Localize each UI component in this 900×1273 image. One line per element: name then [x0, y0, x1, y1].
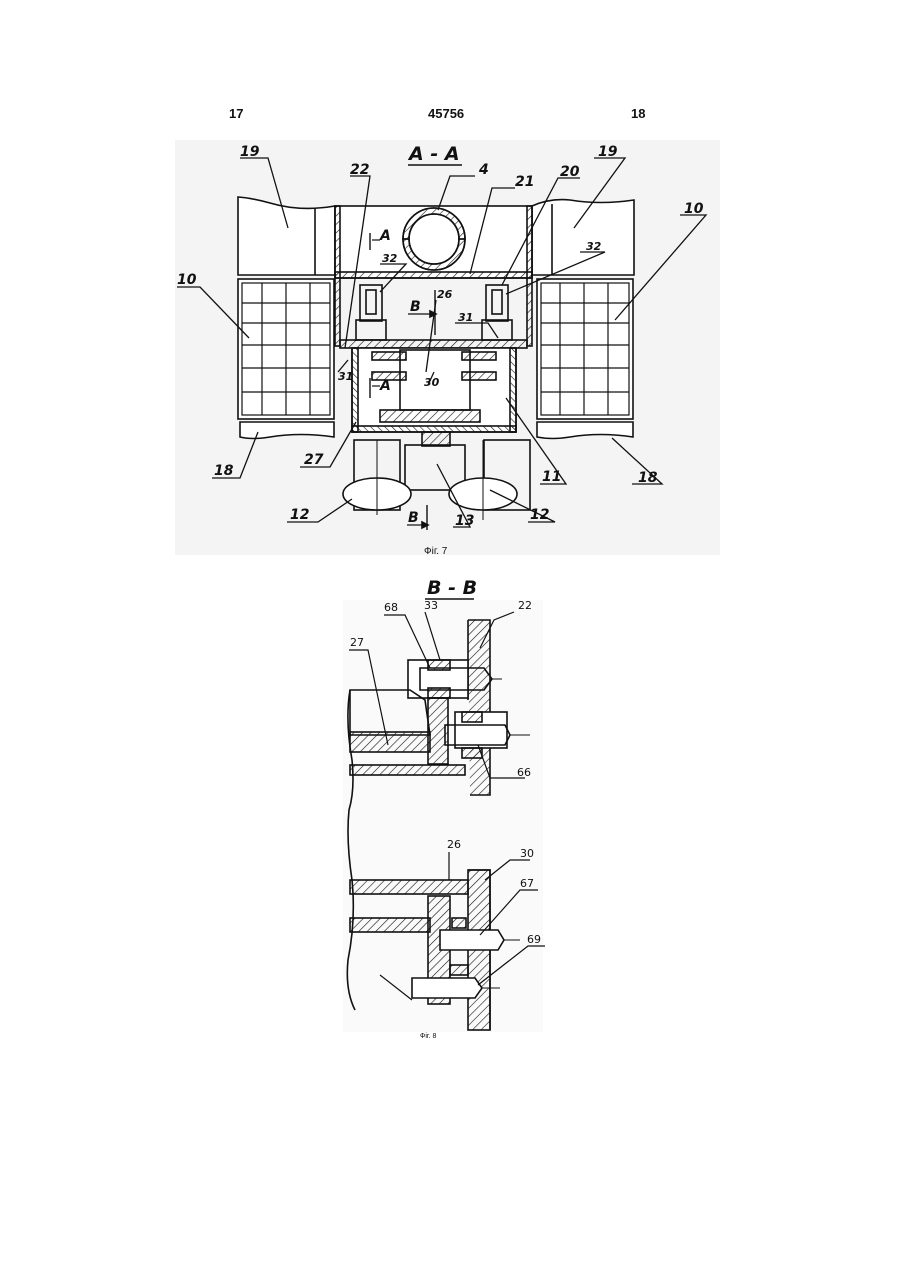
label-21: 21	[515, 174, 534, 190]
label-26-fig8: 26	[447, 838, 461, 851]
label-31-left: 31	[338, 370, 353, 383]
label-67: 67	[520, 877, 534, 890]
label-69: 69	[527, 933, 541, 946]
label-66: 66	[517, 766, 531, 779]
fig7-caption: Фіг. 7	[424, 546, 447, 557]
label-22: 22	[350, 162, 369, 178]
label-27: 27	[304, 452, 324, 468]
label-33: 33	[424, 599, 438, 612]
label-32-right: 32	[586, 240, 602, 253]
label-12-left: 12	[290, 507, 309, 523]
label-11: 11	[542, 469, 561, 485]
label-19-right: 19	[598, 144, 618, 160]
label-B-top: B	[410, 299, 421, 315]
label-A-bottom: A	[379, 378, 391, 394]
label-32-left: 32	[382, 252, 398, 265]
label-31-right: 31	[458, 311, 473, 324]
label-18-right: 18	[638, 470, 658, 486]
fig8-caption: Фіг. 8	[420, 1033, 436, 1040]
label-27-fig8: 27	[350, 636, 364, 649]
label-19-left: 19	[240, 144, 260, 160]
label-13: 13	[455, 513, 474, 529]
fig8-section-title: B - B	[427, 577, 477, 599]
label-10-right: 10	[684, 201, 704, 217]
label-4: 4	[478, 162, 489, 178]
label-12-right: 12	[530, 507, 549, 523]
label-18-left: 18	[214, 463, 234, 479]
label-68: 68	[384, 601, 398, 614]
fig7-section-title: A - A	[407, 143, 460, 165]
label-30-fig8: 30	[520, 847, 534, 860]
label-A-top: A	[379, 228, 391, 244]
label-26: 26	[437, 288, 453, 301]
label-22-fig8: 22	[518, 599, 532, 612]
label-10-left: 10	[177, 272, 197, 288]
label-20: 20	[560, 164, 580, 180]
label-B-bottom: B	[408, 510, 419, 526]
label-30: 30	[424, 376, 440, 389]
